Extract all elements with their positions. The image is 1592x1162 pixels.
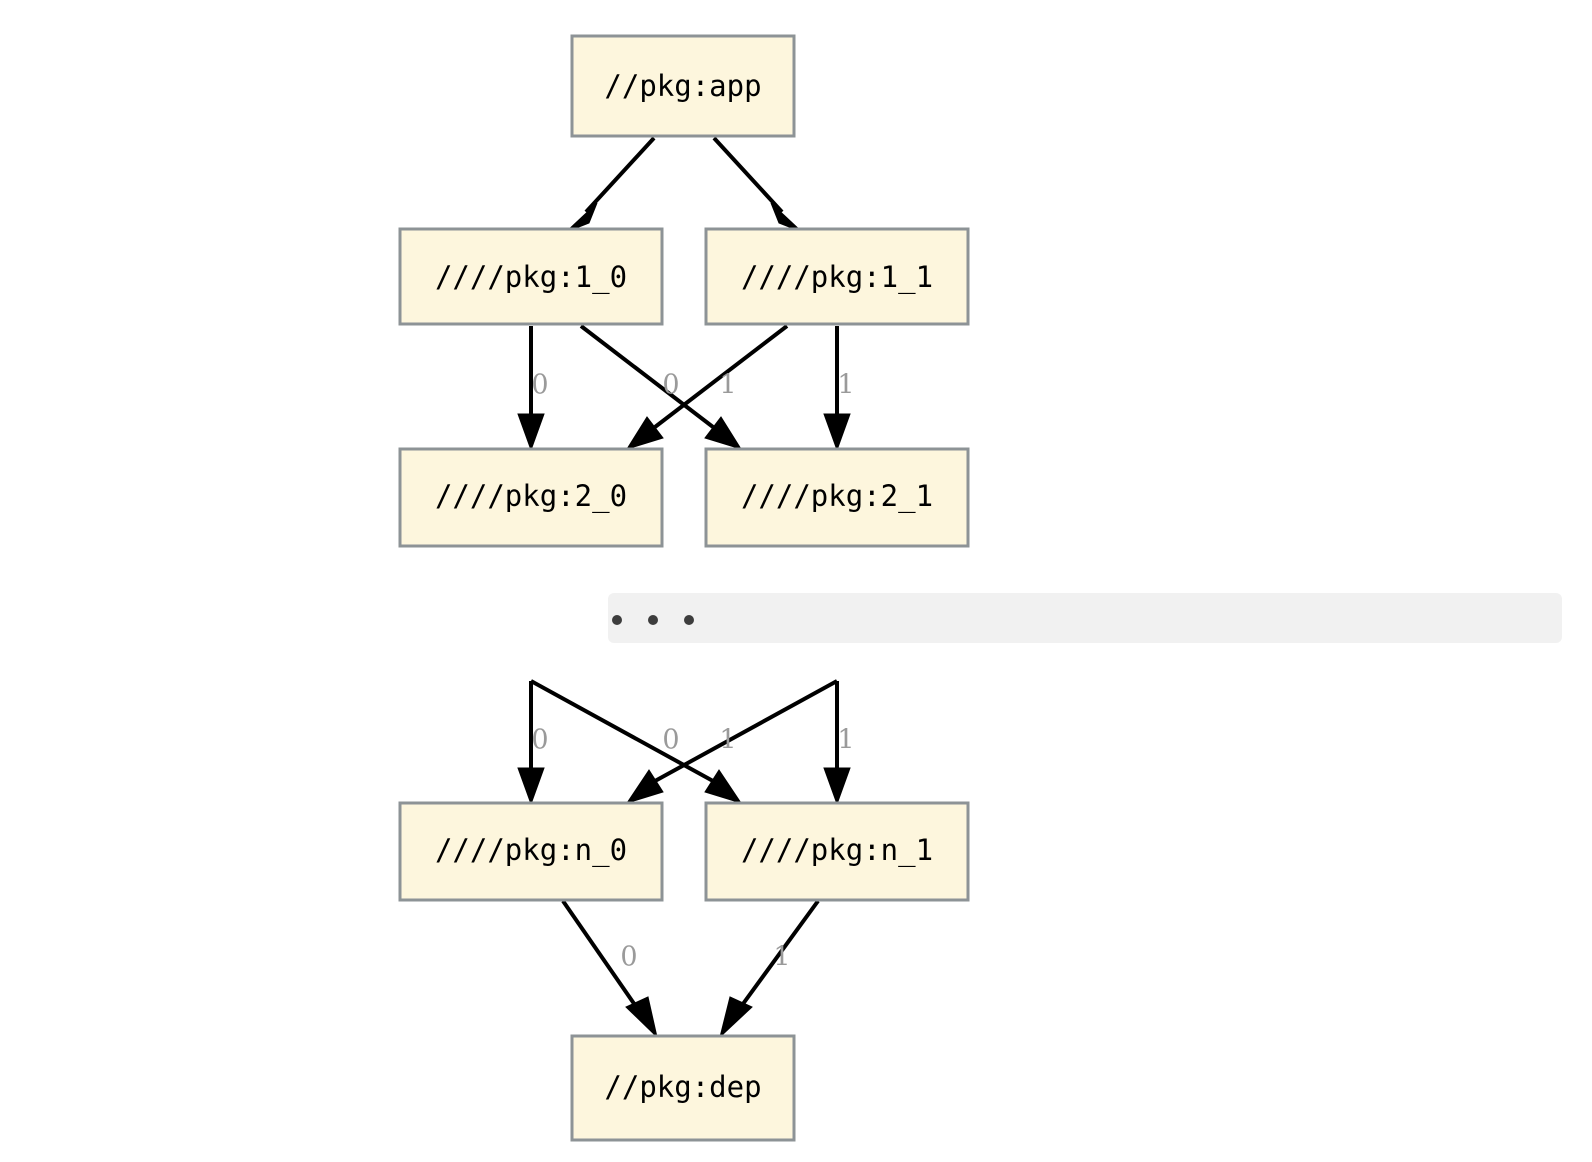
elided-section <box>608 593 1562 643</box>
edge-label-1-right-lower: 1 <box>837 725 854 756</box>
node-pkg-2_0[interactable]: ////pkg:2_0 <box>398 447 664 548</box>
edge-line <box>653 324 789 429</box>
edge-line <box>561 899 639 1010</box>
node-box[interactable] <box>398 447 664 548</box>
edge-1_0-to-2_1 <box>579 324 743 450</box>
node-box[interactable] <box>570 34 796 138</box>
ellipsis-dot-1 <box>612 615 622 625</box>
ellipsis-dot-3 <box>684 615 694 625</box>
arrowhead <box>517 767 545 806</box>
edge-app-to-1_1 <box>712 136 803 233</box>
arrowhead <box>704 416 743 450</box>
edge-label-0-mid-lower: 0 <box>662 725 679 756</box>
edge-line <box>712 136 784 214</box>
node-label: ////pkg:n_0 <box>435 833 627 868</box>
node-label: ////pkg:2_0 <box>435 479 627 514</box>
node-label: ////pkg:1_1 <box>741 260 933 295</box>
edge-1_1-to-2_1 <box>823 326 851 452</box>
node-box[interactable] <box>398 227 664 326</box>
arrowhead <box>625 769 664 804</box>
edge-line <box>584 136 656 214</box>
arrowhead <box>823 767 851 806</box>
node-app[interactable]: //pkg:app <box>570 34 796 138</box>
arrowhead <box>625 996 658 1039</box>
node-dep[interactable]: //pkg:dep <box>570 1034 796 1142</box>
node-label: //pkg:dep <box>604 1070 761 1104</box>
edge-label-0-left-lower: 0 <box>531 725 548 756</box>
arrowhead <box>704 769 743 804</box>
edge-line <box>738 899 820 1010</box>
node-label: ////pkg:2_1 <box>741 479 933 514</box>
edge-app-to-1_0 <box>565 136 656 233</box>
ellipsis-dot-2 <box>648 615 658 625</box>
node-label: ////pkg:1_0 <box>435 260 627 295</box>
arrowhead <box>823 413 851 452</box>
edge-elided-to-n_0-alt <box>625 679 838 804</box>
edge-label-1-mid-lower: 1 <box>719 725 736 756</box>
elided-band <box>608 593 1562 643</box>
node-pkg-n_1[interactable]: ////pkg:n_1 <box>704 801 970 902</box>
node-box[interactable] <box>704 227 970 326</box>
node-pkg-2_1[interactable]: ////pkg:2_1 <box>704 447 970 548</box>
node-label: //pkg:app <box>604 69 761 103</box>
edge-label-dep-0: 0 <box>620 942 637 973</box>
edge-label-1-right: 1 <box>837 370 854 401</box>
node-pkg-1_1[interactable]: ////pkg:1_1 <box>704 227 970 326</box>
edge-line <box>579 324 715 429</box>
node-box[interactable] <box>704 447 970 548</box>
edge-elided-to-n_1-alt <box>823 681 851 806</box>
node-box[interactable] <box>570 1034 796 1142</box>
edge-label-0-mid: 0 <box>662 370 679 401</box>
edge-label-0-left: 0 <box>531 370 548 401</box>
edge-label-1-mid: 1 <box>719 370 736 401</box>
node-box[interactable] <box>704 801 970 902</box>
edge-elided-to-n_1 <box>530 679 743 804</box>
node-pkg-n_0[interactable]: ////pkg:n_0 <box>398 801 664 902</box>
arrowhead <box>719 996 753 1039</box>
edge-n_0-to-dep <box>561 899 658 1039</box>
node-box[interactable] <box>398 801 664 902</box>
edge-elided-to-n_0 <box>517 681 545 806</box>
edge-line <box>654 679 838 783</box>
node-label: ////pkg:n_1 <box>741 833 933 868</box>
edge-n_1-to-dep <box>719 899 820 1039</box>
edge-label-dep-1: 1 <box>773 942 790 973</box>
edge-1_1-to-2_0 <box>625 324 789 450</box>
edge-1_0-to-2_0 <box>517 326 545 452</box>
node-pkg-1_0[interactable]: ////pkg:1_0 <box>398 227 664 326</box>
arrowhead <box>517 413 545 452</box>
arrowhead <box>625 416 664 450</box>
